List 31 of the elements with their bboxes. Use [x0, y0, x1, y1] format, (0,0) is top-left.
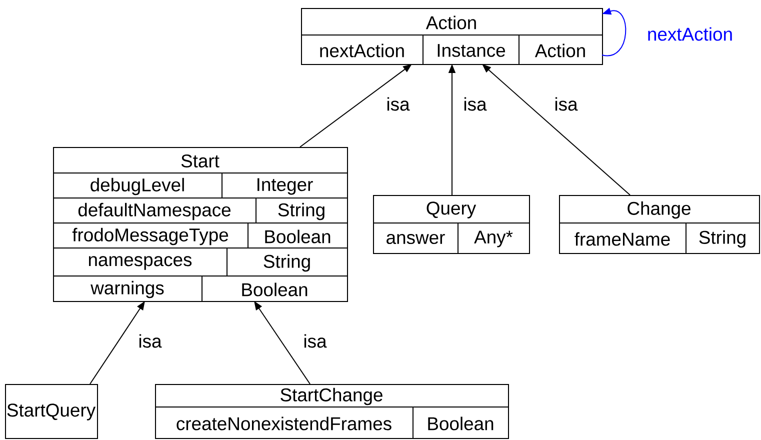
slot-type: Action	[534, 44, 585, 58]
edge-label: isa	[385, 96, 411, 112]
edge-label: isa	[553, 96, 579, 112]
slot-type: Integer	[258, 178, 313, 195]
slot-name: answer	[386, 234, 445, 244]
class-name: Start	[181, 154, 220, 168]
slot-name: defaultNamespace	[78, 202, 230, 220]
slot-type: Boolean	[428, 416, 494, 430]
slot-type: Any*	[474, 230, 513, 248]
class-name: Action	[426, 16, 476, 30]
class-name: Change	[628, 201, 690, 219]
slot-type: Instance	[438, 44, 506, 57]
slot-type: String	[264, 254, 310, 272]
slot-name: debugLevel	[90, 178, 184, 196]
class-name: Query	[426, 202, 476, 218]
slot-name: createNonexistendFrames	[176, 416, 392, 430]
edge-label: isa	[462, 96, 488, 112]
class-name: StartQuery	[7, 404, 96, 420]
edge-label: nextAction	[646, 26, 734, 42]
edge-label: isa	[137, 333, 163, 349]
class-name: StartChange	[280, 388, 382, 406]
edge-label: isa	[302, 333, 328, 349]
slot-name: frodoMessageType	[72, 228, 228, 246]
slot-name: warnings	[90, 280, 164, 298]
slot-name: nextAction	[320, 44, 404, 58]
slot-name: namespaces	[88, 256, 192, 270]
slot-type: String	[278, 202, 324, 220]
slot-type: String	[699, 230, 746, 248]
slot-name: frameName	[574, 232, 670, 246]
slot-type: Boolean	[242, 282, 308, 296]
slot-type: Boolean	[265, 230, 330, 244]
